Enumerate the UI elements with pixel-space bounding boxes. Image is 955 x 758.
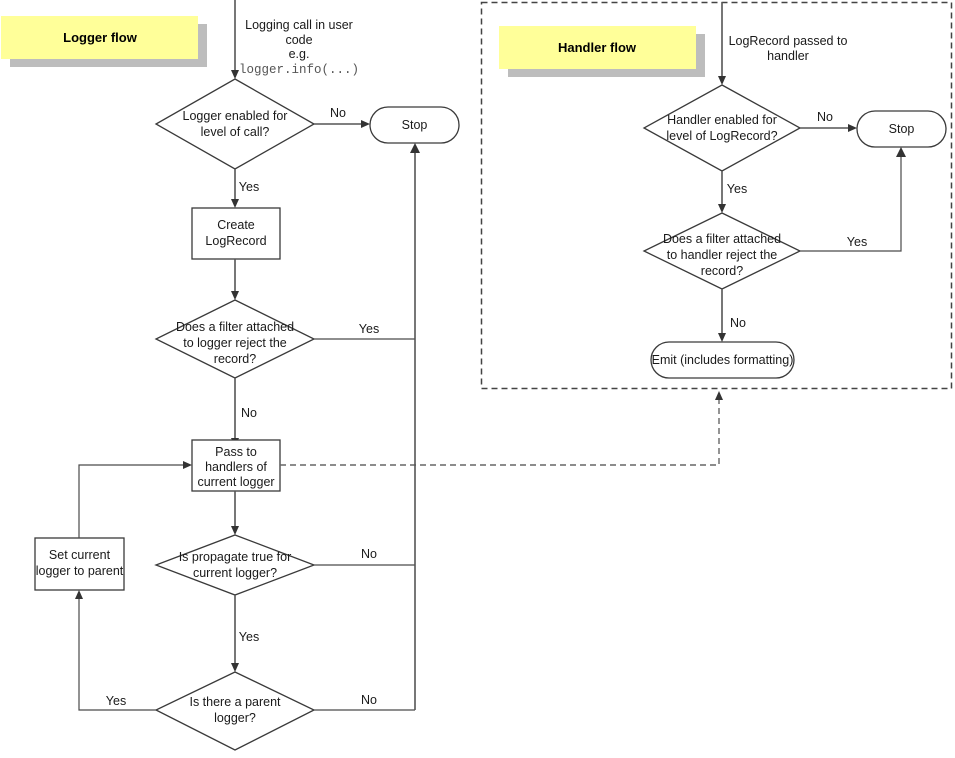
decision-handler-enabled-line1: Handler enabled for: [667, 113, 777, 127]
decision-handler-filter-line2: to handler reject the: [667, 248, 778, 262]
logger-d4-yes-arrowhead: [75, 590, 83, 599]
handler-h2-yes-arrowhead: [896, 147, 906, 157]
process-pass-to-handlers-line3: current logger: [197, 475, 274, 489]
handler-h2-yes-label: Yes: [847, 235, 867, 249]
handler-h2-no-arrowhead: [718, 333, 726, 342]
decision-handler-filter-line1: Does a filter attached: [663, 232, 781, 246]
decision-logger-enabled: [154, 78, 316, 170]
process-set-parent-line1: Set current: [49, 548, 111, 562]
handler-h1-no-label: No: [817, 110, 833, 124]
decision-is-there-parent-logger: [154, 671, 316, 751]
handler-h1-yes-arrowhead: [718, 204, 726, 213]
terminator-stop-logger: [369, 106, 460, 144]
logger-d3-no-label: No: [361, 547, 377, 561]
handler-invocation-dashed-connector: [280, 398, 720, 466]
process-create-logrecord: [191, 207, 281, 260]
logger-flow-banner-label: Logger flow: [63, 30, 138, 45]
process-pass-to-handlers-line2: handlers of: [205, 460, 267, 474]
logger-parent-loopback-connector: [78, 464, 185, 538]
logger-d1-no-label: No: [330, 106, 346, 120]
decision-logger-filter-line2: to logger reject the: [183, 336, 287, 350]
decision-handler-enabled-line2: level of LogRecord?: [666, 129, 777, 143]
logger-d2-yes-label: Yes: [359, 322, 379, 336]
decision-is-propagate-true-line2: current logger?: [193, 566, 277, 580]
handler-h1-no-arrowhead: [848, 124, 857, 132]
logger-stop-bus-arrowhead: [410, 143, 420, 153]
terminator-emit: [650, 341, 795, 379]
logger-entry-label-code: logger.info(...): [239, 63, 359, 77]
logger-d4-yes-label: Yes: [106, 694, 126, 708]
handler-invocation-arrowhead: [715, 391, 723, 400]
handler-entry-label-line1: LogRecord passed to: [729, 34, 848, 48]
decision-is-propagate-true-line1: Is propagate true for: [179, 550, 292, 564]
handler-h2-no-label: No: [730, 316, 746, 330]
handler-entry-arrowhead: [718, 76, 726, 85]
logger-d1-yes-arrowhead: [231, 199, 239, 208]
logger-parent-loopback-arrowhead: [183, 461, 192, 469]
logger-entry-label-line2: code: [285, 33, 312, 47]
logger-d4-no-label: No: [361, 693, 377, 707]
process-set-parent-line2: logger to parent: [36, 564, 124, 578]
process-set-current-logger-to-parent: [34, 537, 125, 591]
handler-flow-banner: Handler flow: [499, 26, 705, 77]
handler-entry-label-line2: handler: [767, 49, 809, 63]
process-create-logrecord-line1: Create: [217, 218, 255, 232]
logger-flow-banner: Logger flow: [1, 16, 207, 67]
logger-entry-arrowhead: [231, 70, 239, 79]
logger-pass-to-propagate-arrowhead: [231, 526, 239, 535]
terminator-stop-handler-label: Stop: [889, 122, 915, 136]
logger-entry-label-line1: Logging call in user: [245, 18, 353, 32]
logger-d2-no-label: No: [241, 406, 257, 420]
terminator-stop-handler: [856, 110, 947, 148]
process-create-logrecord-line2: LogRecord: [205, 234, 266, 248]
handler-h1-yes-label: Yes: [727, 182, 747, 196]
logger-d4-yes-connector: [78, 597, 156, 711]
decision-is-propagate-true: [154, 534, 316, 596]
logger-d3-yes-label: Yes: [239, 630, 259, 644]
logger-create-to-filter-arrowhead: [231, 291, 239, 300]
process-pass-to-handlers-line1: Pass to: [215, 445, 257, 459]
logger-d3-yes-arrowhead: [231, 663, 239, 672]
handler-flow-banner-box: [499, 26, 696, 69]
terminator-stop-logger-label: Stop: [402, 118, 428, 132]
decision-handler-filter-line3: record?: [701, 264, 743, 278]
logger-d1-yes-label: Yes: [239, 180, 259, 194]
decision-logger-enabled-line2: level of call?: [201, 125, 270, 139]
logger-entry-label-line3: e.g.: [289, 47, 310, 61]
decision-parent-logger-line1: Is there a parent: [189, 695, 281, 709]
decision-parent-logger-line2: logger?: [214, 711, 256, 725]
logger-d1-no-arrowhead: [361, 120, 370, 128]
decision-logger-filter-line3: record?: [214, 352, 256, 366]
terminator-emit-label: Emit (includes formatting): [652, 353, 794, 367]
logger-flow-banner-box: [1, 16, 198, 59]
handler-flow-group-boundary: [480, 1, 953, 390]
handler-h2-yes-connector: [800, 154, 902, 252]
decision-logger-filter-line1: Does a filter attached: [176, 320, 294, 334]
decision-logger-enabled-line1: Logger enabled for: [183, 109, 288, 123]
handler-flow-banner-label: Handler flow: [558, 40, 637, 55]
decision-handler-enabled: [642, 84, 802, 172]
